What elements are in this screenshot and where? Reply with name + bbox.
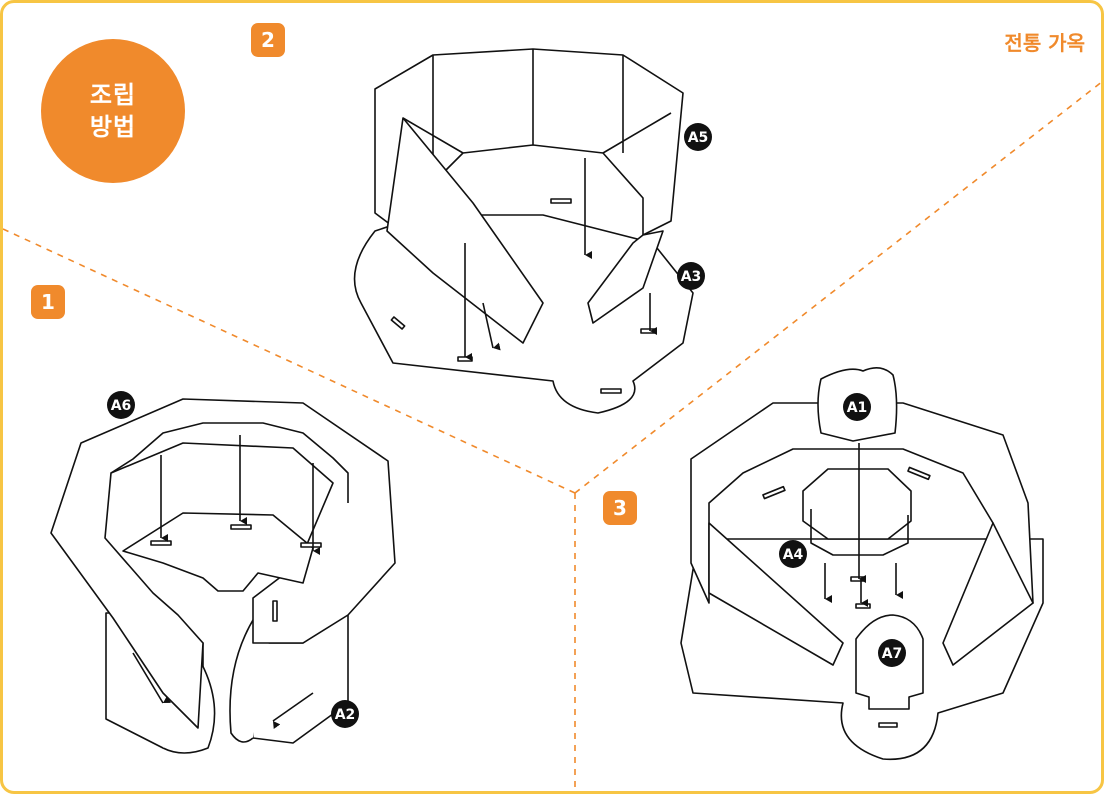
- label-a1: A1: [843, 393, 871, 421]
- page-title: 전통 가옥: [1004, 31, 1085, 55]
- divider-left: [3, 228, 576, 494]
- divider-right: [574, 81, 1101, 494]
- label-a1-text: A1: [847, 400, 868, 416]
- a4-inner-skirt: [810, 509, 909, 556]
- step2-figure: [353, 48, 694, 414]
- a6-outer-frame: [50, 398, 396, 729]
- label-a3: A3: [677, 262, 705, 290]
- label-a4-text: A4: [783, 547, 804, 563]
- label-a7-text: A7: [882, 646, 903, 662]
- label-a6: A6: [107, 391, 135, 419]
- assembly-diagram: A6 A2 A5 A3 A1 A4: [3, 48, 1101, 791]
- a3-left-ramp: [386, 117, 544, 344]
- label-a2: A2: [331, 700, 359, 728]
- step1-figure: [50, 398, 396, 754]
- step1-back-wall: [122, 512, 314, 592]
- label-a4: A4: [779, 540, 807, 568]
- a4-inner-octagon: [802, 468, 912, 540]
- part-labels: A6 A2 A5 A3 A1 A4: [107, 123, 906, 728]
- step-1-badge: 1: [31, 285, 65, 319]
- section-dividers: [3, 81, 1101, 791]
- label-a3-text: A3: [681, 269, 702, 285]
- step3-figure: [680, 367, 1044, 761]
- label-a5: A5: [684, 123, 712, 151]
- label-a5-text: A5: [688, 130, 709, 146]
- step3-left-ramp: [708, 522, 844, 666]
- assembly-method-badge: 조립 방법: [41, 39, 185, 183]
- a6-inner-ring: [110, 422, 349, 503]
- a5-inner-face: [402, 49, 672, 173]
- badge-line-1: 조립: [89, 81, 137, 109]
- badge-line-2: 방법: [89, 113, 137, 141]
- step-3-badge: 3: [603, 491, 637, 525]
- label-a6-text: A6: [111, 398, 132, 414]
- a3-right-ramp: [587, 230, 664, 324]
- label-a7: A7: [878, 639, 906, 667]
- label-a2-text: A2: [335, 707, 356, 723]
- step3-right-ramp: [942, 522, 1034, 666]
- step-2-badge: 2: [251, 23, 285, 57]
